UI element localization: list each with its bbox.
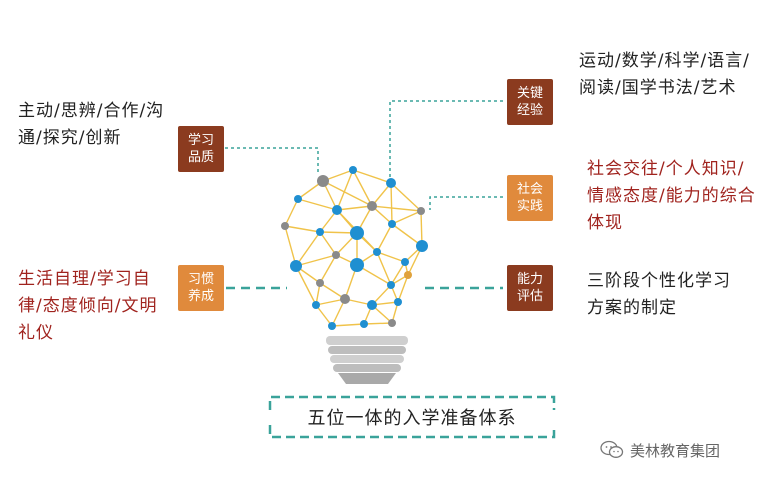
tag-ability-assessment: 能力评估 xyxy=(507,265,553,311)
network-edge xyxy=(376,223,393,253)
network-node xyxy=(349,166,357,174)
network-node xyxy=(281,222,289,230)
network-node xyxy=(350,226,364,240)
network-edge xyxy=(331,323,365,327)
network-edge xyxy=(284,225,297,267)
network-node xyxy=(394,298,402,306)
network-edge xyxy=(363,322,393,325)
network-edge xyxy=(371,205,422,212)
network-edge xyxy=(390,182,393,225)
network-edge xyxy=(295,231,321,267)
network-edge xyxy=(352,169,373,207)
network-node xyxy=(316,228,324,236)
wechat-icon xyxy=(600,440,624,458)
tag-habits: 习惯养成 xyxy=(178,265,224,311)
network-edge xyxy=(295,254,337,267)
network-edge xyxy=(319,254,337,284)
network-edge xyxy=(284,198,299,227)
network-edge xyxy=(336,205,373,211)
watermark-text: 美林教育集团 xyxy=(630,441,721,460)
network-edge xyxy=(397,274,409,303)
network-node xyxy=(350,258,364,272)
network-node xyxy=(401,258,409,266)
network-edge xyxy=(322,180,373,207)
text-key-experience: 运动/数学/科学/语言/阅读/国学书法/艺术 xyxy=(579,51,750,98)
network-node xyxy=(367,201,377,211)
watermark: 美林教育集团 xyxy=(600,438,720,462)
text-social-practice: 社会交往/个人知识/情感态度/能力的综合体现 xyxy=(587,159,756,233)
network-node xyxy=(316,279,324,287)
text-habits: 生活自理/学习自律/态度倾向/文明礼仪 xyxy=(18,269,158,343)
network-edge xyxy=(352,169,392,184)
network-node xyxy=(328,322,336,330)
network-edge xyxy=(391,223,423,247)
network-node xyxy=(373,248,381,256)
network-node xyxy=(312,301,320,309)
network-edge xyxy=(295,265,317,306)
tag-key-experience: 关键经验 xyxy=(507,79,553,125)
network-edge xyxy=(376,251,392,286)
network-node xyxy=(416,240,428,252)
text-ability-assessment: 三阶段个性化学习方案的制定 xyxy=(587,271,731,318)
network-edge xyxy=(315,304,333,327)
diagram-caption: 五位一体的入学准备体系 xyxy=(307,408,517,429)
network-node xyxy=(404,271,412,279)
network-edge xyxy=(336,169,354,211)
network-node xyxy=(386,178,396,188)
lightbulb-network-icon xyxy=(281,166,428,384)
network-node xyxy=(294,195,302,203)
connector-lines xyxy=(225,100,503,290)
network-node xyxy=(388,319,396,327)
network-node xyxy=(290,260,302,272)
network-edge xyxy=(390,261,406,286)
network-edge xyxy=(297,198,338,211)
network-edge xyxy=(376,251,406,263)
network-node xyxy=(317,175,329,187)
network-node xyxy=(340,294,350,304)
network-node xyxy=(387,281,395,289)
connector-key-experience xyxy=(389,100,503,180)
caption-frame xyxy=(268,395,556,439)
network-edge xyxy=(319,231,337,256)
bulb-base xyxy=(326,336,408,384)
network-edge xyxy=(284,225,321,233)
tag-learning-quality: 学习品质 xyxy=(178,126,224,172)
network-node xyxy=(388,220,396,228)
network-node xyxy=(367,300,377,310)
connector-social-practice xyxy=(429,196,503,210)
network-node xyxy=(332,205,342,215)
network-edge xyxy=(391,210,422,225)
network-node xyxy=(417,207,425,215)
text-learning-quality: 主动/思辨/合作/沟通/探究/创新 xyxy=(18,101,165,148)
network-edge xyxy=(390,182,422,212)
network-node xyxy=(360,320,368,328)
connector-learning-quality xyxy=(225,147,319,175)
tag-social-practice: 社会实践 xyxy=(507,175,553,221)
network-node xyxy=(332,251,340,259)
